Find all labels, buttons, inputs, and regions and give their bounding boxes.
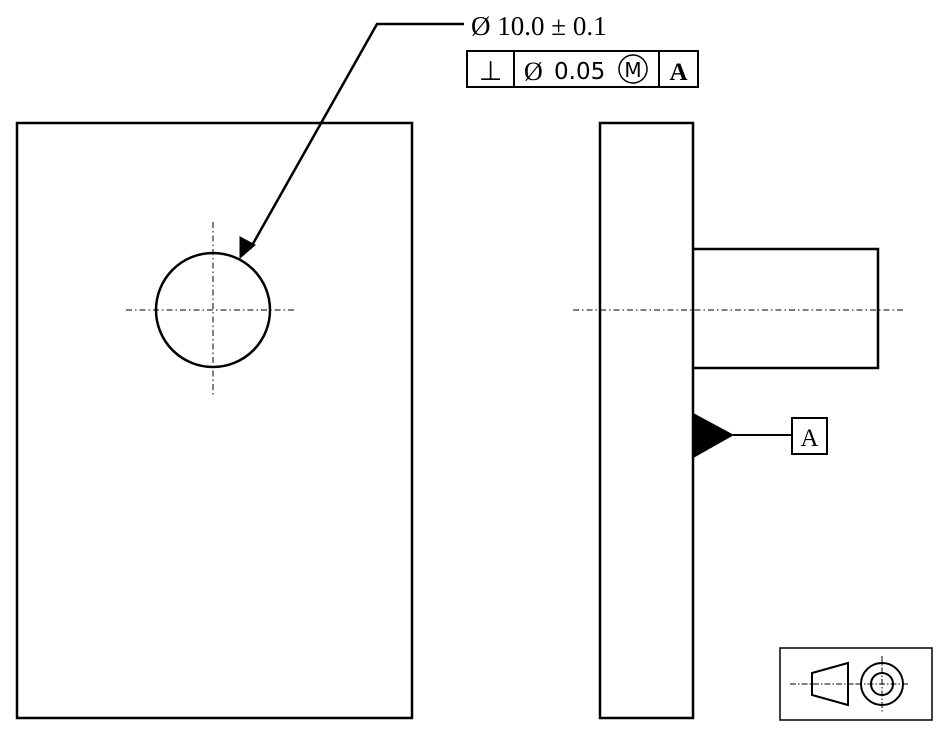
size-callout: Ø 10.0 ± 0.1 — [471, 11, 607, 41]
projection-symbol-box — [779, 647, 933, 721]
leader-arrowhead — [239, 236, 256, 260]
leader-path — [248, 22, 464, 250]
leader-line — [239, 22, 464, 260]
side-view-pin — [693, 247, 880, 370]
first-angle-projection-icon — [779, 647, 933, 721]
fcf-datum-reference: A — [669, 59, 687, 86]
side-view-plate — [598, 121, 695, 720]
feature-control-frame: ⊥ Ø 0.05 M A — [466, 50, 699, 88]
tolerance-diameter-symbol: Ø — [524, 57, 543, 86]
mmc-modifier-letter: M — [624, 58, 641, 82]
projection-cone — [811, 661, 849, 707]
datum-feature-symbol: A — [693, 413, 828, 458]
datum-triangle — [693, 413, 735, 458]
size-callout-text: Ø 10.0 ± 0.1 — [471, 11, 607, 41]
front-view — [15, 121, 414, 720]
side-view — [573, 121, 905, 720]
perpendicularity-symbol: ⊥ — [479, 56, 503, 87]
mmc-modifier-circle — [618, 54, 648, 84]
tolerance-value: 0.05 — [554, 59, 605, 85]
fcf-border — [466, 50, 699, 88]
front-view-outline — [15, 121, 414, 720]
datum-label: A — [800, 425, 818, 452]
datum-label-box — [791, 417, 828, 455]
